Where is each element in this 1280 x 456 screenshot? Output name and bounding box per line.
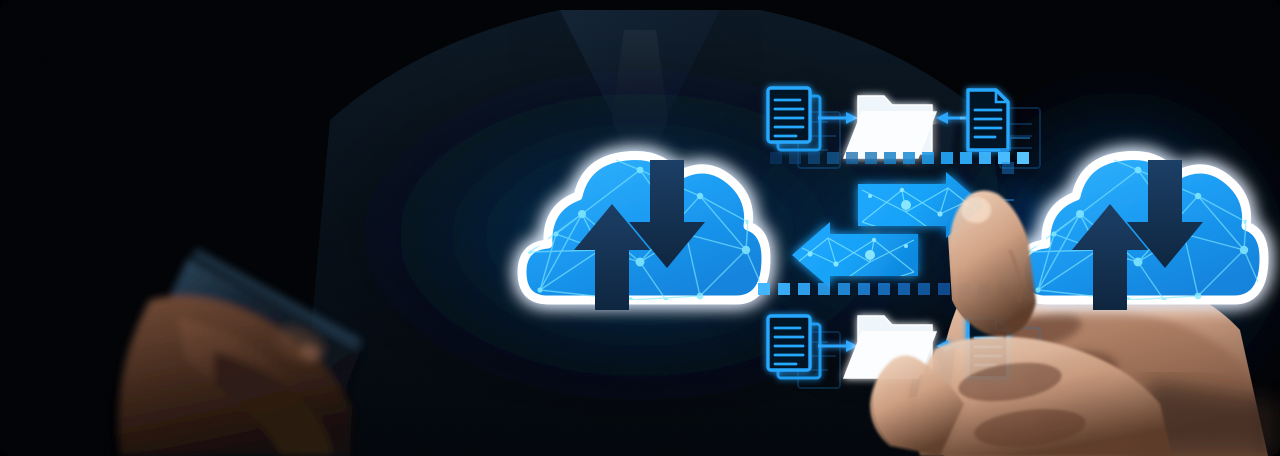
- cloud-left-download-arrow: [629, 160, 705, 268]
- documents-stack-top: [766, 86, 822, 152]
- folded-fingers-overlay: [915, 336, 1172, 456]
- document-single-top: [966, 88, 1010, 152]
- transfer-arrow-left-group: [792, 222, 918, 288]
- transfer-arrow-right-group: [858, 172, 984, 238]
- cloud-right-upload-arrow: [1072, 204, 1148, 310]
- arrow-into-folder-left-top: [818, 112, 858, 124]
- data-squares-top: [770, 152, 1029, 164]
- transfer-arrow-left: [792, 222, 918, 288]
- transfer-arrow-right: [858, 172, 984, 238]
- arrow-into-folder-left-bottom: [818, 340, 858, 352]
- cloud-left-group: [517, 150, 771, 310]
- cloud-left-upload-arrow: [574, 204, 650, 310]
- pointing-fingertip-overlay: [950, 190, 1036, 338]
- cloud-right-download-arrow: [1127, 160, 1203, 268]
- documents-stack-bottom: [766, 314, 822, 380]
- thumb-overlay: [870, 355, 964, 456]
- file-row-top: [766, 86, 1041, 170]
